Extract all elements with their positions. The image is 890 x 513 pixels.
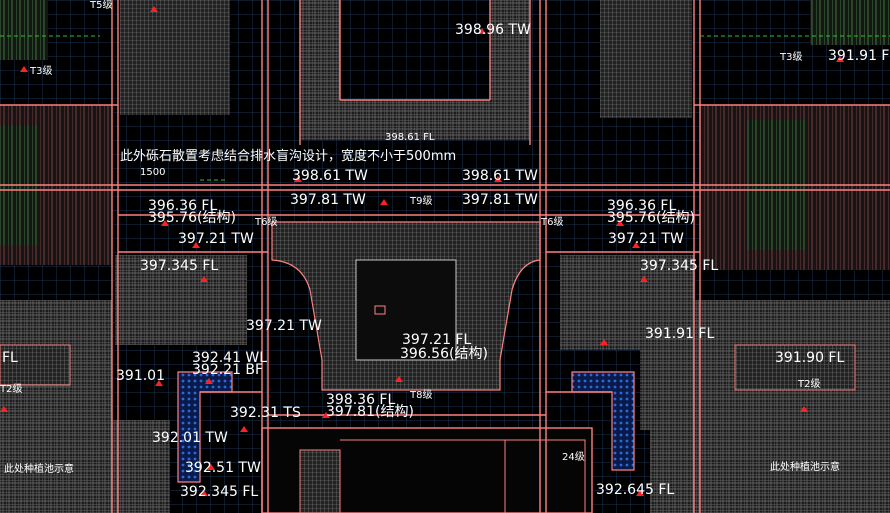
level-39781-struct: 397.81(结构) [326, 404, 414, 420]
step-t3-left: T3级 [29, 65, 52, 77]
level-39721-tw-center: 397.21 TW [246, 318, 322, 334]
level-397345-fl-left: 397.345 FL [140, 258, 218, 274]
level-39190-fl-right: 391.90 FL [775, 350, 844, 366]
level-39251-tw: 392.51 TW [185, 460, 261, 476]
top-left-paving [120, 0, 230, 115]
level-39576-left: 395.76(结构) [148, 210, 236, 226]
room-label: 24级 [562, 451, 585, 463]
step-t5-top: T5级 [89, 0, 112, 11]
level-39191-top: 391.91 F [828, 48, 890, 64]
level-39861-tw-left: 398.61 TW [292, 168, 368, 184]
level-392345-fl-left: 392.345 FL [180, 484, 258, 500]
level-39721-tw-right: 397.21 TW [608, 231, 684, 247]
step-t3-right: T3级 [779, 51, 802, 63]
dimension-1500: 1500 [140, 167, 165, 178]
step-t6-right: T6级 [540, 216, 563, 228]
level-392645-fl-right: 392.645 FL [596, 482, 674, 498]
level-39191-fl-right: 391.91 FL [645, 326, 714, 342]
level-39861-small: 398.61 FL [385, 132, 435, 143]
level-39221-bf: 392.21 BF [192, 362, 263, 378]
level-markers [0, 6, 844, 496]
level-39896-tw: 398.96 TW [455, 22, 531, 38]
level-39231-ts: 392.31 TS [230, 405, 301, 421]
level-fl-left: FL [2, 350, 18, 366]
level-39636-fl-left: 396.36 FL [148, 198, 217, 214]
level-39241-wl: 392.41 WL [192, 350, 267, 366]
level-39861-tw-right: 398.61 TW [462, 168, 538, 184]
level-39836-fl: 398.36 FL [326, 392, 395, 408]
level-39636-fl-right: 396.36 FL [607, 198, 676, 214]
annotation-layer: 此外砾石散置考虑结合排水盲沟设计，宽度不小于500mm 1500 398.96 … [0, 0, 890, 500]
top-right-paving [600, 0, 692, 118]
step-t6: T6级 [254, 216, 277, 228]
level-39781-tw-right: 397.81 TW [462, 192, 538, 208]
step-t2-right: T2级 [797, 378, 820, 390]
central-square [355, 259, 457, 361]
level-397345-fl-right: 397.345 FL [640, 258, 718, 274]
planting-note-right: 此处种植池示意 [770, 460, 840, 473]
level-39656-center: 396.56(结构) [400, 346, 488, 362]
level-39781-tw-left: 397.81 TW [290, 192, 366, 208]
level-39721-fl-center: 397.21 FL [402, 332, 471, 348]
design-note: 此外砾石散置考虑结合排水盲沟设计，宽度不小于500mm [120, 148, 456, 164]
level-39721-tw-left: 397.21 TW [178, 231, 254, 247]
court-left [115, 255, 247, 345]
step-t2-left: T2级 [0, 383, 22, 395]
level-39101: 391.01 [116, 368, 165, 384]
step-t9: T9级 [409, 195, 432, 207]
level-39576-right: 395.76(结构) [607, 210, 695, 226]
planting-note-left: 此处种植池示意 [4, 462, 74, 475]
step-t8: T8级 [409, 389, 432, 401]
level-39201-tw: 392.01 TW [152, 430, 228, 446]
